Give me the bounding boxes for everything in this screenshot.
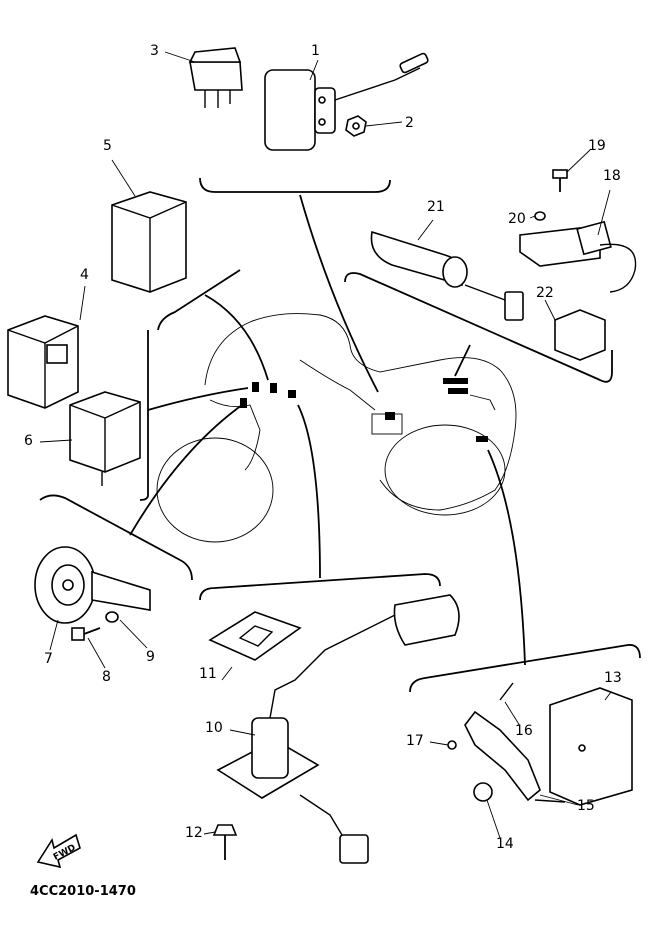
callout-12: 12: [185, 825, 203, 841]
callout-leaders: [39, 51, 612, 839]
callout-13: 13: [604, 670, 622, 686]
part-1-starter-relay: [264, 52, 429, 151]
part-6-flasher-relay: [69, 391, 141, 486]
part-18-connector-harness: [519, 220, 637, 293]
callout-2: 2: [405, 115, 414, 131]
part-12-bolt: [212, 824, 238, 860]
part-20-washer: [534, 211, 546, 221]
part-10-fuel-sender: [216, 594, 460, 864]
part-17-washer: [447, 740, 457, 750]
callout-22: 22: [536, 285, 554, 301]
bike-location-markers: [240, 378, 488, 442]
callout-14: 14: [496, 836, 514, 852]
callout-6: 6: [24, 433, 33, 449]
part-9-washer: [105, 611, 119, 623]
bracket-fuel: [199, 573, 441, 601]
callout-18: 18: [603, 168, 621, 184]
bracket-right-top: [344, 272, 613, 383]
part-11-gasket: [208, 611, 302, 661]
part-14-nut: [473, 782, 493, 802]
part-code: 4CC2010-1470: [30, 884, 136, 899]
part-13-license-light: [549, 687, 633, 806]
part-16-screw: [499, 682, 514, 701]
bracket-rear: [409, 644, 641, 693]
callout-15: 15: [577, 798, 595, 814]
callout-9: 9: [146, 649, 155, 665]
callout-8: 8: [102, 669, 111, 685]
bracket-horn: [39, 494, 193, 581]
callout-17: 17: [406, 733, 424, 749]
callout-4: 4: [80, 267, 89, 283]
motorcycle-outline: [156, 313, 517, 543]
bracket-top: [199, 177, 391, 193]
part-22-relay: [554, 309, 606, 361]
callout-11: 11: [199, 666, 217, 682]
callout-3: 3: [150, 43, 159, 59]
leader-lines: [129, 194, 526, 666]
part-15-bracket: [464, 710, 566, 803]
part-5-control-unit: [111, 191, 187, 293]
callout-1: 1: [311, 43, 320, 59]
part-2-nut: [345, 115, 367, 137]
callout-5: 5: [103, 138, 112, 154]
callout-7: 7: [44, 651, 53, 667]
part-4-relay-unit: [7, 315, 79, 409]
fwd-arrow-icon: FWD: [36, 833, 81, 869]
part-8-bolt: [71, 627, 101, 641]
part-7-horn: [34, 546, 151, 624]
bracket-left: [139, 330, 149, 501]
callout-19: 19: [588, 138, 606, 154]
part-19-screw: [552, 169, 568, 192]
callout-16: 16: [515, 723, 533, 739]
part-3-relay: [188, 47, 243, 108]
bracket-left-mid: [157, 269, 241, 331]
part-21-capacitor: [370, 230, 524, 321]
callout-21: 21: [427, 199, 445, 215]
callout-20: 20: [508, 211, 526, 227]
callout-10: 10: [205, 720, 223, 736]
